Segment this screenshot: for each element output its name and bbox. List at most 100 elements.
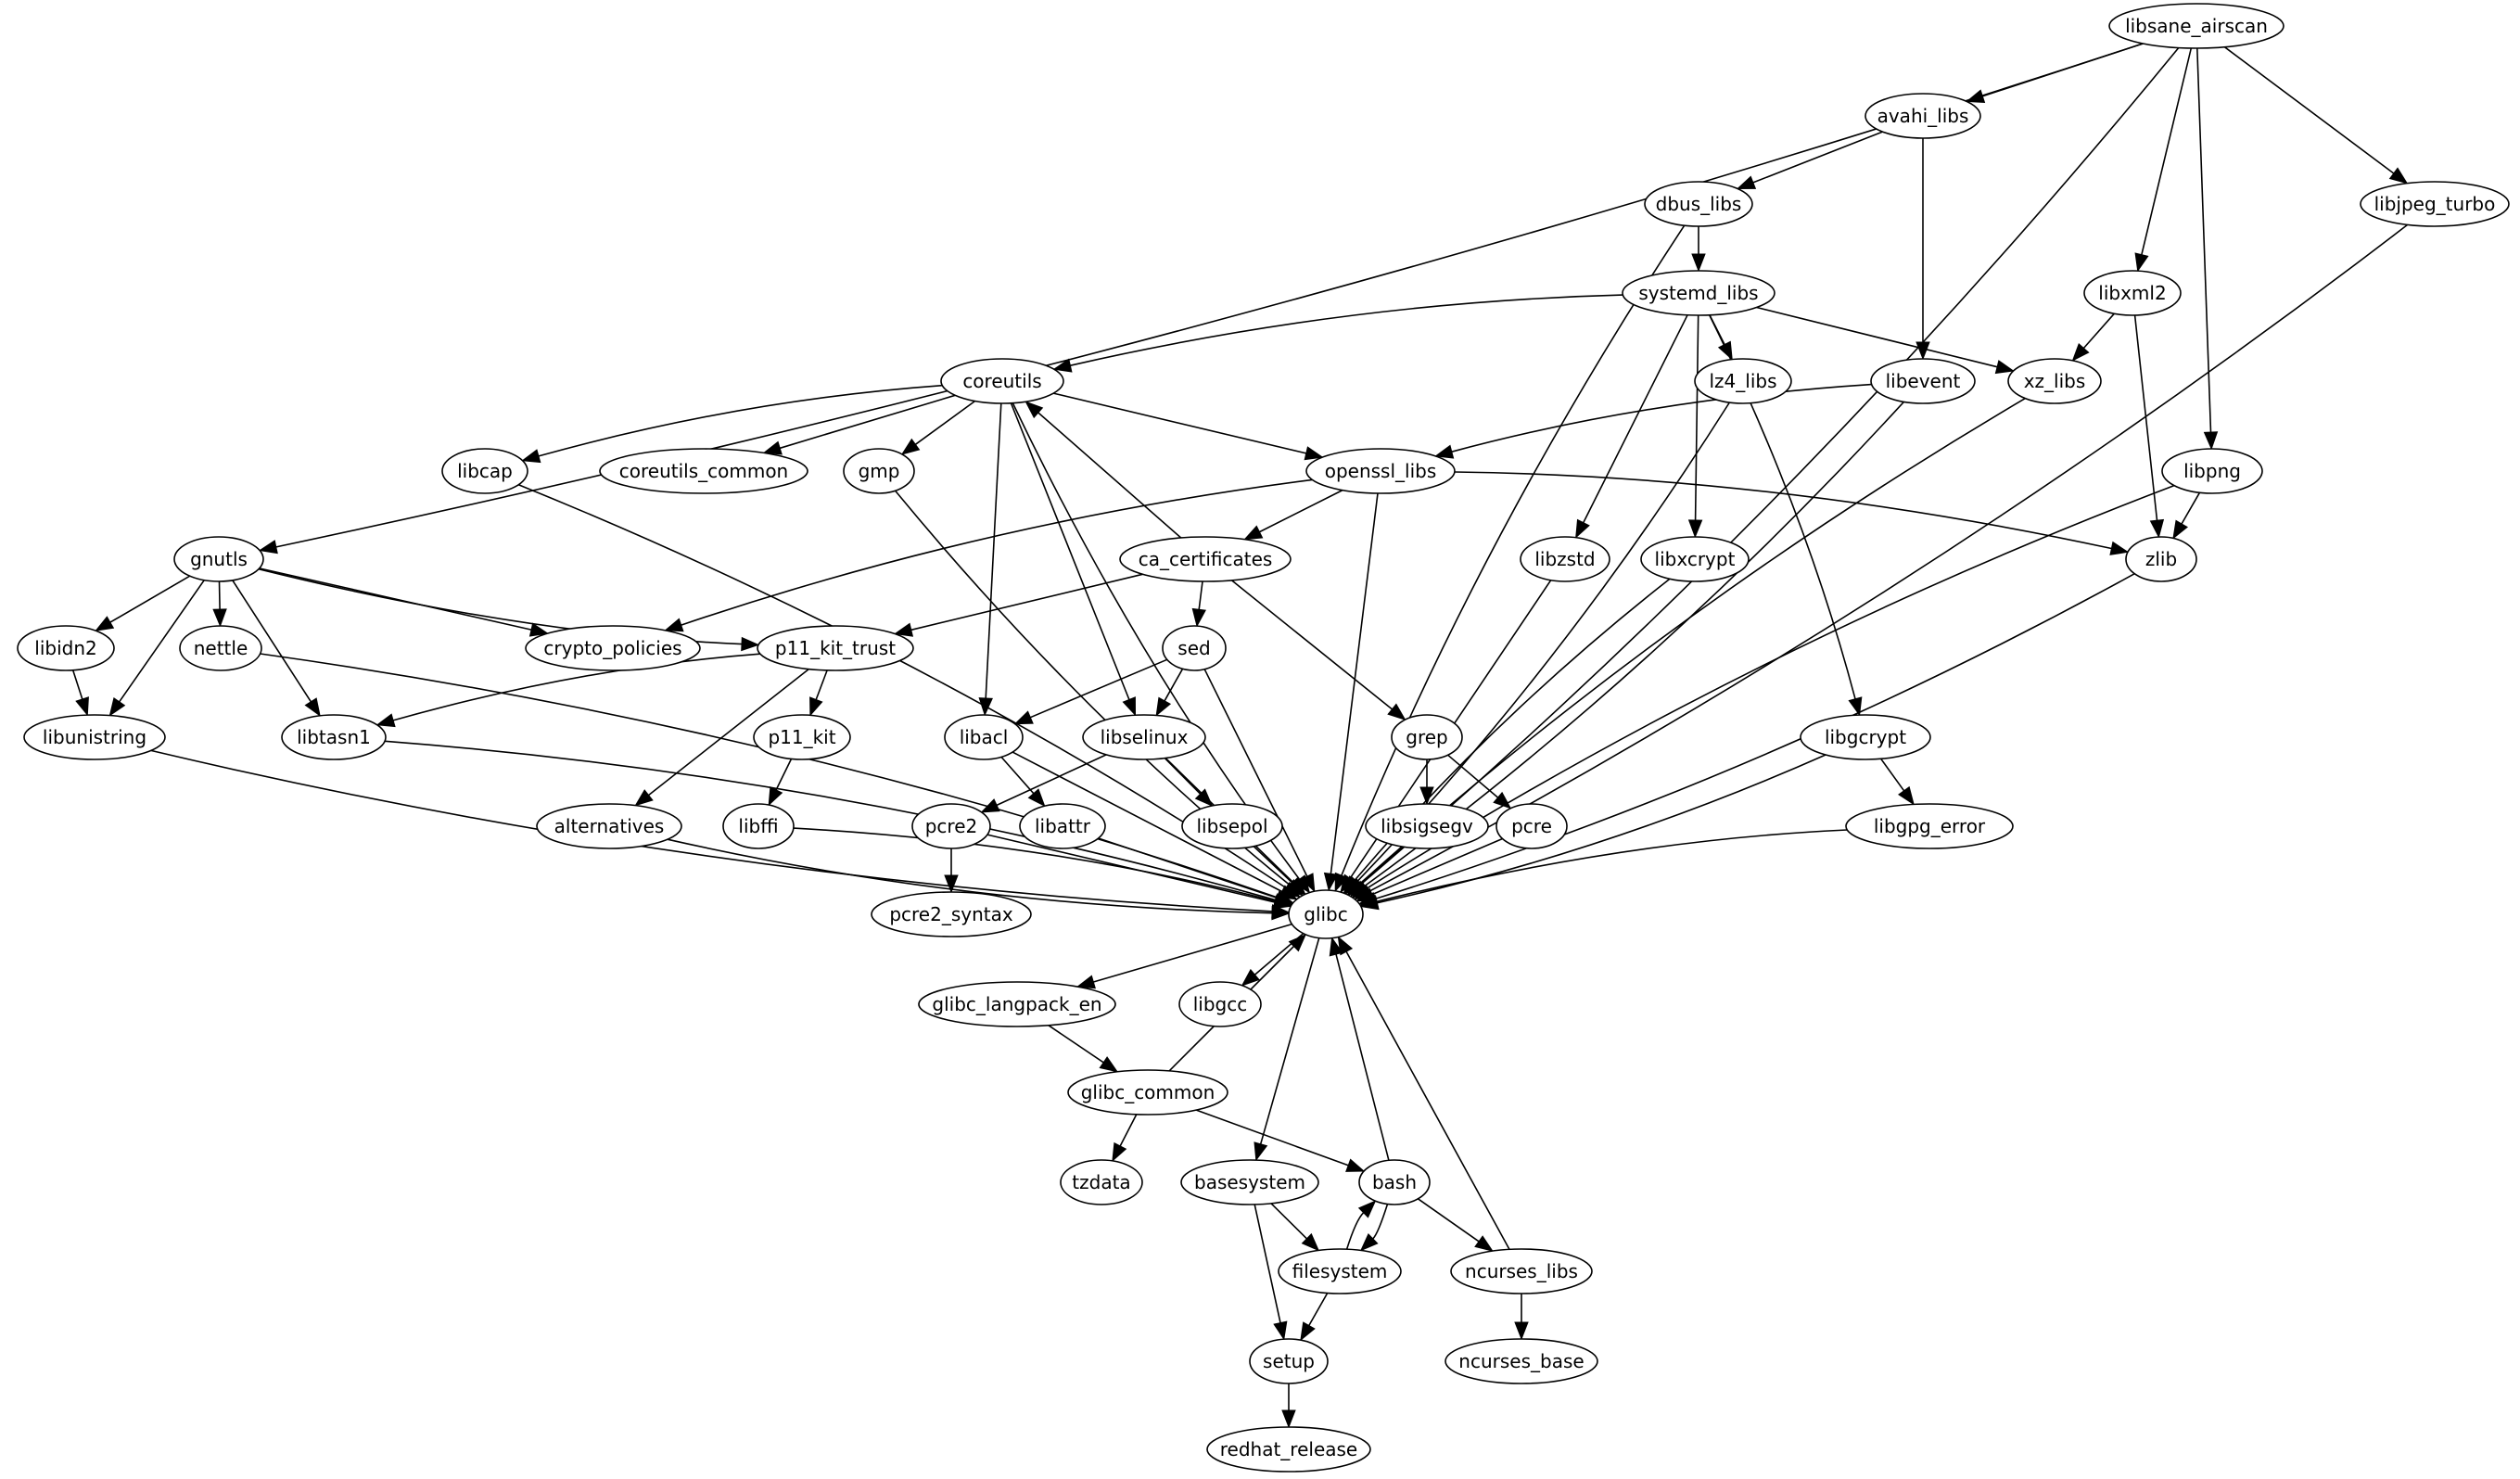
node-p11_kit: p11_kit [753, 714, 851, 760]
edges-layer [71, 43, 2409, 1429]
edge-setup-to-redhat_release [1281, 1383, 1296, 1429]
arrowhead-icon [304, 697, 321, 718]
node-coreutils: coreutils [940, 358, 1064, 404]
edge-line [275, 43, 2144, 548]
node-libsane_airscan: libsane_airscan [2108, 3, 2285, 49]
node-coreutils_common: coreutils_common [599, 448, 808, 494]
node-libunistring: libunistring [23, 714, 166, 760]
edge-line [1164, 668, 1184, 702]
arrowhead-icon [1027, 788, 1046, 808]
arrowhead-icon [258, 540, 278, 555]
edge-ca_certificates-to-grep [1230, 580, 1406, 720]
node-label: libzstd [1534, 548, 1595, 570]
edge-pcre2-to-pcre2_syntax [944, 848, 959, 894]
node-label: libattr [1035, 815, 1091, 837]
arrowhead-icon [1281, 1409, 1296, 1429]
edge-libsane_airscan-to-avahi_libs [1965, 43, 2144, 104]
arrowhead-icon [1025, 401, 1044, 419]
arrowhead-icon [1357, 1200, 1377, 1218]
node-ellipse [1181, 803, 1283, 849]
edge-ca_certificates-to-sed [1191, 580, 1206, 628]
edge-line [2082, 312, 2115, 349]
node-label: crypto_policies [543, 637, 681, 659]
arrowhead-icon [1288, 933, 1307, 952]
node-label: grep [1406, 726, 1447, 748]
edge-sed-to-libselinux [1155, 668, 1184, 717]
node-label: libevent [1886, 370, 1961, 392]
node-libidn2: libidn2 [17, 625, 115, 671]
edge-gnutls-to-nettle [212, 580, 227, 628]
arrowhead-icon [521, 449, 541, 464]
edge-libidn2-to-libunistring [71, 669, 89, 717]
edge-line [779, 394, 956, 450]
edge-line [667, 838, 1273, 914]
node-ellipse [17, 625, 115, 671]
node-ellipse [871, 891, 1032, 937]
arrowhead-icon [1474, 1235, 1494, 1252]
node-filesystem: filesystem [1278, 1248, 1402, 1294]
arrowhead-icon [1736, 175, 1757, 190]
node-label: zlib [2145, 548, 2177, 570]
node-libtasn1: libtasn1 [281, 714, 387, 760]
edge-line [1447, 754, 1499, 798]
node-ellipse [1162, 625, 1227, 671]
node-glibc: glibc [1288, 889, 1364, 939]
node-label: sed [1177, 637, 1210, 659]
node-xz_libs: xz_libs [2007, 358, 2102, 404]
node-ellipse [2360, 181, 2510, 227]
edge-basesystem-to-setup [1254, 1204, 1288, 1341]
node-ellipse [525, 625, 701, 671]
edge-alternatives-to-glibc [667, 838, 1291, 921]
edge-p11_kit_trust-to-p11_kit [809, 669, 828, 717]
node-label: libcap [457, 460, 513, 482]
node-label: libxcrypt [1655, 548, 1736, 570]
edge-coreutils-to-gmp [900, 400, 976, 455]
node-ellipse [281, 714, 387, 760]
edge-line [1330, 492, 1379, 874]
edge-avahi_libs-to-libevent [1915, 137, 1930, 361]
arrowhead-icon [375, 713, 396, 728]
node-pcre2_syntax: pcre2_syntax [871, 891, 1032, 937]
edge-line [1203, 669, 1308, 877]
node-ncurses_base: ncurses_base [1445, 1338, 1598, 1384]
edge-line [1012, 751, 1283, 893]
node-label: coreutils [962, 370, 1041, 392]
node-gnutls: gnutls [173, 536, 264, 582]
node-ellipse [1067, 1069, 1228, 1116]
arrowhead-icon [1337, 936, 1354, 956]
node-label: libffi [738, 815, 778, 837]
edge-dbus_libs-to-glibc [1334, 224, 1686, 893]
node-libxcrypt: libxcrypt [1640, 536, 1750, 582]
node-ellipse [173, 536, 264, 582]
edge-line [1341, 224, 1686, 876]
node-ellipse [1178, 981, 1262, 1027]
nodes-layer: libsane_airscanavahi_libslibjpeg_turbodb… [17, 3, 2510, 1473]
node-ellipse [1060, 1159, 1143, 1205]
node-libzstd: libzstd [1520, 536, 1610, 582]
node-libjpeg_turbo: libjpeg_turbo [2360, 181, 2510, 227]
arrowhead-icon [95, 616, 115, 631]
edge-line [1254, 1204, 1281, 1323]
edge-libgcrypt-to-libgpg_error [1880, 758, 1915, 806]
arrowhead-icon [980, 798, 1000, 813]
node-label: glibc_common [1081, 1081, 1215, 1103]
node-label: libjpeg_turbo [2374, 193, 2496, 215]
node-label: coreutils_common [619, 460, 788, 482]
node-label: lz4_libs [1709, 370, 1776, 392]
node-label: gmp [859, 460, 900, 482]
node-systemd_libs: systemd_libs [1622, 270, 1775, 316]
node-label: p11_kit [768, 726, 835, 748]
arrowhead-icon [664, 618, 684, 632]
node-label: ca_certificates [1139, 548, 1273, 570]
node-label: libidn2 [34, 637, 96, 659]
node-ellipse [1119, 536, 1292, 582]
edge-libjpeg_turbo-to-glibc [1353, 223, 2409, 900]
node-ellipse [1249, 1338, 1329, 1384]
node-ellipse [1445, 1338, 1598, 1384]
edge-glibc-to-glibc_langpack_en [1075, 923, 1292, 989]
arrowhead-icon [2203, 431, 2219, 451]
edge-line [815, 669, 828, 700]
edge-avahi_libs-to-dbus_libs [1736, 131, 1883, 190]
arrowhead-icon [1493, 791, 1512, 810]
